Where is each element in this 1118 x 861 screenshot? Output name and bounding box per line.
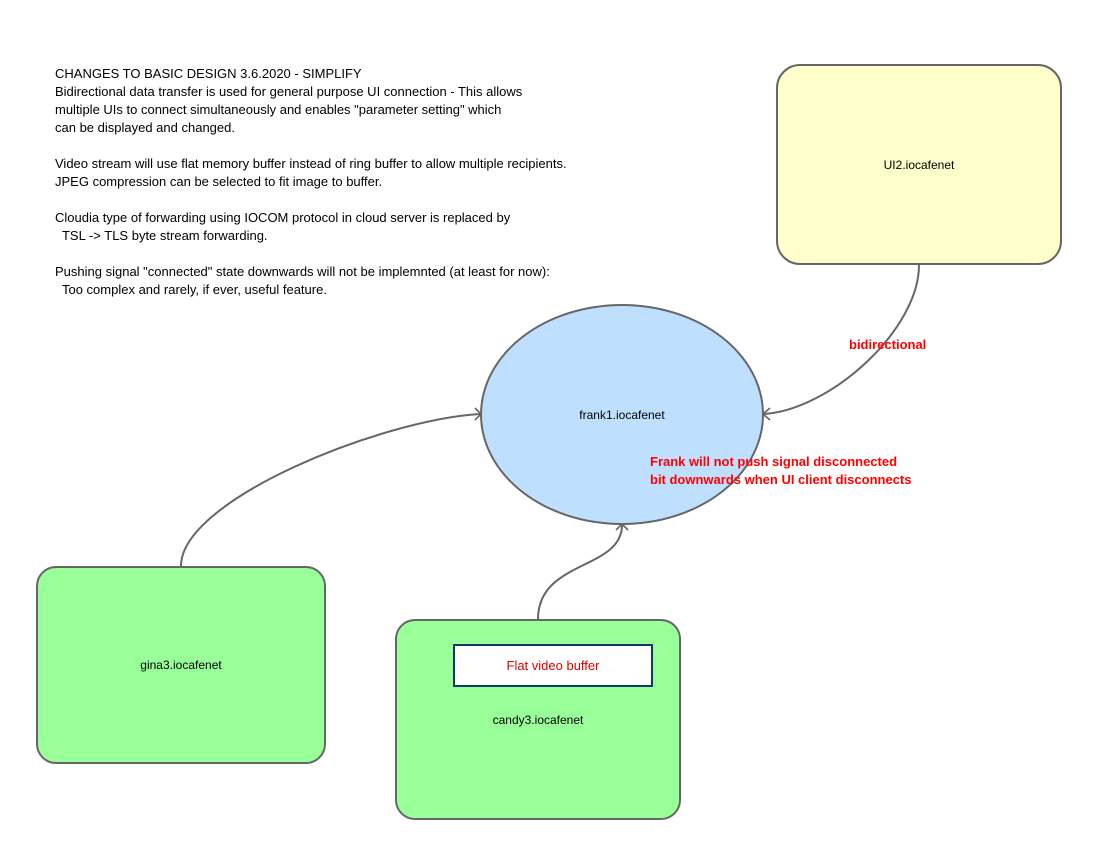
- node-frank1[interactable]: frank1.iocafenet: [480, 304, 764, 525]
- node-ui2-label: UI2.iocafenet: [883, 157, 955, 172]
- edge-ui2-to-frank1: [763, 264, 920, 415]
- edge-candy3-to-frank1: [537, 524, 623, 620]
- note-line: Bidirectional data transfer is used for …: [55, 84, 523, 99]
- design-notes: CHANGES TO BASIC DESIGN 3.6.2020 - SIMPL…: [55, 65, 615, 299]
- note-spacer: [55, 191, 615, 209]
- node-gina3-label: gina3.iocafenet: [140, 658, 222, 672]
- node-gina3[interactable]: gina3.iocafenet: [36, 566, 326, 764]
- flat-video-buffer-label: Flat video buffer: [506, 658, 600, 673]
- node-frank1-label: frank1.iocafenet: [579, 407, 665, 422]
- note-spacer: [55, 137, 615, 155]
- edge-gina3-to-frank1: [180, 413, 481, 567]
- note-spacer: [55, 245, 615, 263]
- node-candy3-label: candy3.iocafenet: [492, 713, 584, 727]
- note-line: CHANGES TO BASIC DESIGN 3.6.2020 - SIMPL…: [55, 66, 362, 81]
- note-line: Too complex and rarely, if ever, useful …: [55, 282, 327, 297]
- note-line: Video stream will use flat memory buffer…: [55, 156, 567, 171]
- note-line: Pushing signal "connected" state downwar…: [55, 264, 550, 279]
- node-ui2[interactable]: UI2.iocafenet: [776, 64, 1062, 265]
- flat-video-buffer[interactable]: Flat video buffer: [453, 644, 653, 687]
- edge-label-bidirectional: bidirectional: [849, 337, 927, 352]
- frank-disconnect-note: Frank will not push signal disconnected …: [650, 454, 912, 487]
- note-line: multiple UIs to connect simultaneously a…: [55, 102, 502, 117]
- note-line: Cloudia type of forwarding using IOCOM p…: [55, 210, 511, 225]
- note-line: TSL -> TLS byte stream forwarding.: [55, 228, 268, 243]
- note-line: can be displayed and changed.: [55, 120, 235, 135]
- note-line: JPEG compression can be selected to fit …: [55, 174, 383, 189]
